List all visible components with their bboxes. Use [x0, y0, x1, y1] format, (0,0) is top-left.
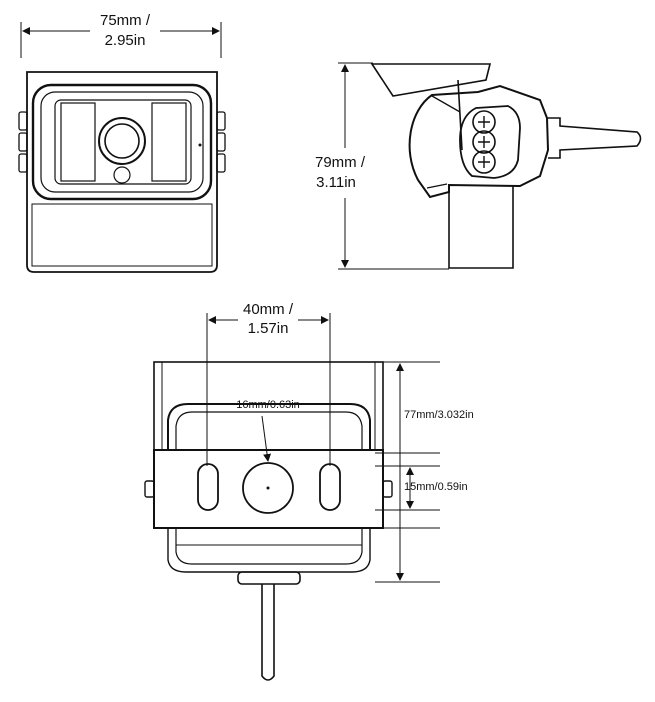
bottom-cable-gland — [237, 571, 301, 585]
front-mount-bracket — [26, 71, 218, 273]
right-mount-slot — [319, 463, 341, 511]
side-adjust-screws — [472, 110, 496, 174]
center-cable-hole — [242, 462, 294, 514]
side-height-label-mm: 79mm / — [315, 154, 366, 171]
front-width-dimension: 75mm / 2.95in — [20, 12, 222, 58]
bottom-view: 40mm / 1.57in 77mm/3.032in 15mm/0.59in — [144, 301, 474, 681]
side-camera-body — [408, 84, 550, 199]
slot-label: 15mm/0.59in — [404, 481, 468, 493]
slot-dimension: 15mm/0.59in — [375, 465, 468, 511]
side-mount-post — [448, 185, 514, 269]
side-cable — [548, 117, 642, 159]
bottom-housing — [167, 403, 371, 450]
bottom-cable — [261, 584, 275, 681]
front-view: 75mm / 2.95in — [18, 12, 226, 273]
front-left-buttons — [18, 111, 28, 131]
left-mount-slot — [197, 463, 219, 511]
front-lens — [98, 117, 146, 165]
side-height-dimension: 79mm / 3.11in — [315, 62, 449, 270]
hole-spacing-dimension: 40mm / 1.57in — [206, 301, 331, 466]
side-height-label-in: 3.11in — [316, 174, 356, 191]
hole-spacing-label-mm: 40mm / — [243, 301, 294, 318]
hole-spacing-label-in: 1.57in — [248, 320, 289, 337]
front-width-label-in: 2.95in — [105, 32, 146, 49]
side-bracket-arm — [459, 105, 521, 179]
bottom-back-plate — [153, 361, 384, 529]
front-camera-housing — [31, 83, 213, 201]
center-hole-label: 16mm/0.63in — [236, 399, 300, 411]
side-view: 79mm / 3.11in — [315, 62, 642, 270]
depth-label: 77mm/3.032in — [404, 409, 474, 421]
side-top-plate — [370, 63, 492, 97]
depth-dimension: 77mm/3.032in — [375, 361, 474, 583]
front-right-buttons — [216, 111, 226, 131]
front-width-label-mm: 75mm / — [100, 12, 151, 29]
